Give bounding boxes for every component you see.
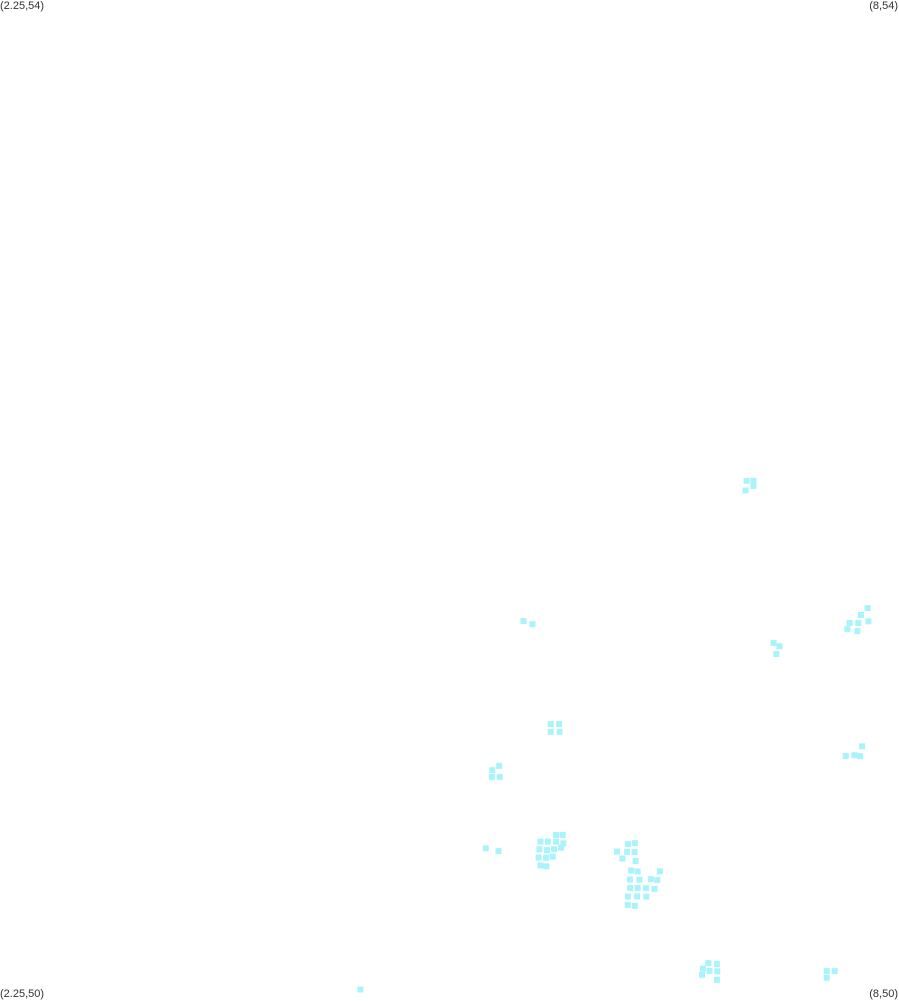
map-marker — [489, 767, 496, 774]
map-marker — [496, 762, 503, 769]
map-marker — [844, 626, 851, 633]
map-marker — [705, 960, 712, 967]
map-marker — [654, 877, 661, 883]
map-marker — [482, 845, 489, 852]
map-marker — [613, 848, 620, 855]
map-marker — [529, 621, 536, 628]
map-marker — [865, 618, 872, 625]
corner-label-bottom-right: (8,50) — [869, 988, 898, 1000]
map-marker — [631, 849, 638, 856]
map-marker — [750, 483, 757, 489]
map-marker — [699, 965, 706, 972]
map-marker — [627, 884, 634, 891]
map-marker — [543, 854, 550, 861]
map-marker — [544, 838, 551, 845]
map-marker — [553, 838, 560, 845]
map-marker — [651, 885, 658, 892]
map-marker — [551, 846, 558, 853]
map-marker — [699, 971, 705, 978]
map-marker — [713, 961, 720, 968]
map-marker — [634, 884, 641, 891]
map-marker — [647, 876, 654, 883]
map-marker — [535, 854, 542, 861]
map-marker — [496, 773, 503, 780]
map-marker — [537, 862, 544, 869]
map-marker — [776, 643, 783, 650]
map-marker — [556, 721, 563, 728]
map-marker — [636, 876, 643, 883]
map-marker — [626, 876, 633, 883]
map-marker — [831, 968, 838, 975]
map-marker — [558, 844, 565, 851]
map-marker — [656, 868, 663, 875]
corner-label-bottom-left: (2.25,50) — [0, 988, 45, 1000]
map-marker — [750, 477, 757, 484]
map-marker — [631, 840, 638, 847]
map-marker — [619, 855, 626, 862]
map-marker — [624, 893, 631, 900]
map-marker — [624, 848, 631, 855]
map-marker — [770, 639, 777, 646]
map-marker — [864, 605, 871, 612]
map-marker — [520, 618, 527, 624]
map-marker — [631, 902, 638, 909]
map-marker — [543, 847, 550, 854]
map-marker — [632, 858, 639, 864]
map-marker — [773, 651, 780, 658]
map-marker — [714, 968, 721, 975]
map-marker — [642, 885, 649, 892]
map-marker — [543, 863, 550, 870]
corner-label-top-right: (8,54) — [869, 0, 898, 12]
map-marker — [624, 901, 631, 908]
map-marker — [823, 974, 830, 981]
map-marker — [495, 848, 502, 855]
map-marker — [855, 620, 862, 626]
map-marker — [846, 620, 853, 626]
map-marker — [628, 867, 635, 874]
map-marker — [559, 831, 566, 838]
map-marker — [634, 893, 641, 900]
map-marker — [859, 743, 866, 750]
map-marker — [634, 868, 641, 875]
map-marker — [357, 986, 364, 993]
map-marker — [537, 838, 544, 845]
map-marker — [743, 477, 750, 484]
map-marker — [547, 728, 554, 735]
map-marker — [547, 721, 554, 728]
map-marker — [553, 831, 560, 838]
map-marker — [854, 628, 861, 635]
map-marker — [842, 753, 849, 759]
map-marker — [488, 773, 495, 780]
map-marker — [851, 752, 858, 759]
map-marker — [713, 976, 720, 983]
map-marker — [560, 840, 567, 847]
map-marker — [549, 853, 556, 860]
map-marker — [706, 967, 713, 974]
map-marker — [556, 728, 563, 735]
map-marker — [742, 487, 749, 494]
map-marker — [536, 846, 543, 853]
map-marker — [823, 968, 830, 975]
corner-label-top-left: (2.25,54) — [0, 0, 45, 12]
map-marker — [624, 841, 631, 848]
map-marker — [857, 753, 864, 760]
map-marker — [858, 612, 864, 618]
map-marker — [643, 893, 650, 900]
